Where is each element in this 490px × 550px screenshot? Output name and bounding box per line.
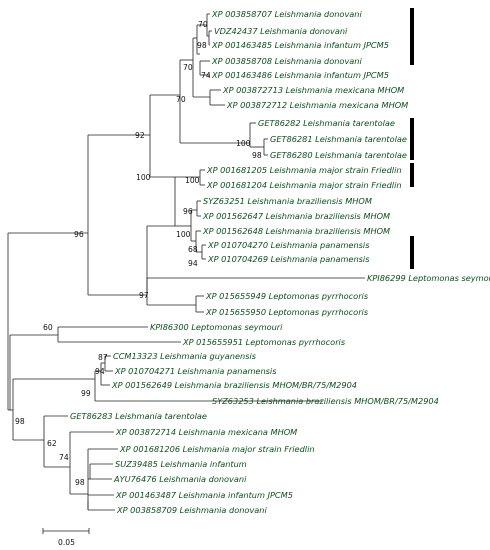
- support-value: 70: [198, 20, 208, 29]
- support-value: 98: [197, 41, 207, 50]
- clade-bar: [410, 118, 414, 160]
- support-value: 98: [15, 417, 25, 426]
- support-value: 98: [252, 151, 262, 160]
- support-value: 100: [236, 139, 251, 148]
- tip-label: XP 001463486 Leishmania infantum JPCM5: [211, 70, 389, 80]
- support-values: 70 98 74 70 70 92 100 98 100 100 100 96 …: [15, 20, 262, 487]
- tip-label: XP 003872713 Leishmania mexicana MHOM: [222, 85, 404, 95]
- tip-label: GET86280 Leishmania tarentolae: [270, 150, 407, 160]
- tip-label: SYZ63253 Leishmania braziliensis MHOM/BR…: [212, 396, 439, 406]
- tip-label: CCM13323 Leishmania guyanensis: [113, 351, 257, 361]
- tip-label: SUZ39485 Leishmania infantum: [115, 459, 247, 469]
- tip-label: XP 001463487 Leishmania infantum JPCM5: [115, 490, 293, 500]
- clade-bar: [410, 163, 414, 187]
- tip-label: XP 001681205 Leishmania major strain Fri…: [206, 165, 402, 175]
- clade-bars: [410, 8, 414, 269]
- tip-label: XP 003858707 Leishmania donovani: [211, 9, 362, 19]
- tip-label: XP 003858708 Leishmania donovani: [211, 56, 362, 66]
- tip-label: XP 001562647 Leishmania braziliensis MHO…: [202, 211, 390, 221]
- tip-label: AYU76476 Leishmania donovani: [113, 474, 247, 484]
- support-value: 60: [43, 323, 53, 332]
- support-value: 70: [176, 95, 186, 104]
- tip-label: GET86283 Leishmania tarentolae: [70, 411, 207, 421]
- tip-label: VDZ42437 Leishmania donovani: [214, 26, 348, 36]
- tip-label: GET86282 Leishmania tarentolae: [258, 118, 395, 128]
- support-value: 94: [188, 259, 198, 268]
- tip-label: XP 010704271 Leishmania panamensis: [114, 366, 277, 376]
- tip-label: XP 010704269 Leishmania panamensis: [207, 254, 370, 264]
- support-value: 92: [135, 131, 145, 140]
- support-value: 100: [176, 230, 191, 239]
- tip-labels: XP 003858707 Leishmania donovani VDZ4243…: [70, 9, 490, 515]
- support-value: 74: [59, 453, 69, 462]
- tip-label: XP 003872712 Leishmania mexicana MHOM: [226, 100, 408, 110]
- tip-label: XP 015655950 Leptomonas pyrrhocoris: [205, 307, 369, 317]
- tip-label: XP 001562648 Leishmania braziliensis MHO…: [202, 226, 390, 236]
- support-value: 100: [185, 176, 200, 185]
- support-value: 62: [47, 439, 57, 448]
- clade-bar: [410, 8, 414, 65]
- tree-branches: [7, 13, 365, 511]
- support-value: 96: [183, 207, 193, 216]
- tip-label: XP 003858709 Leishmania donovani: [116, 505, 267, 515]
- support-value: 87: [98, 353, 108, 362]
- support-value: 68: [188, 245, 198, 254]
- support-value: 97: [139, 291, 149, 300]
- support-value: 99: [81, 389, 91, 398]
- clade-bar: [410, 236, 414, 269]
- tip-label: XP 001681206 Leishmania major strain Fri…: [119, 444, 315, 454]
- tip-label: XP 015655951 Leptomonas pyrrhocoris: [182, 337, 346, 347]
- support-value: 98: [75, 478, 85, 487]
- tip-label: KPI86299 Leptomonas seymouri: [367, 273, 490, 283]
- tip-label: XP 003872714 Leishmania mexicana MHOM: [115, 427, 297, 437]
- tip-label: XP 001681204 Leishmania major strain Fri…: [206, 180, 402, 190]
- tip-label: GET86281 Leishmania tarentolae: [270, 134, 407, 144]
- tip-label: SYZ63251 Leishmania braziliensis MHOM: [203, 196, 372, 206]
- support-value: 74: [201, 71, 211, 80]
- tip-label: KPI86300 Leptomonas seymouri: [150, 322, 283, 332]
- scale-bar: 0.05: [42, 528, 90, 547]
- support-value: 94: [95, 367, 105, 376]
- scale-bar-label: 0.05: [58, 538, 75, 547]
- tip-label: XP 015655949 Leptomonas pyrrhocoris: [205, 291, 369, 301]
- support-value: 96: [74, 230, 84, 239]
- support-value: 70: [183, 63, 193, 72]
- tip-label: XP 010704270 Leishmania panamensis: [207, 240, 370, 250]
- tip-label: XP 001463485 Leishmania infantum JPCM5: [211, 40, 389, 50]
- tip-label: XP 001562649 Leishmania braziliensis MHO…: [111, 380, 357, 390]
- support-value: 100: [136, 173, 151, 182]
